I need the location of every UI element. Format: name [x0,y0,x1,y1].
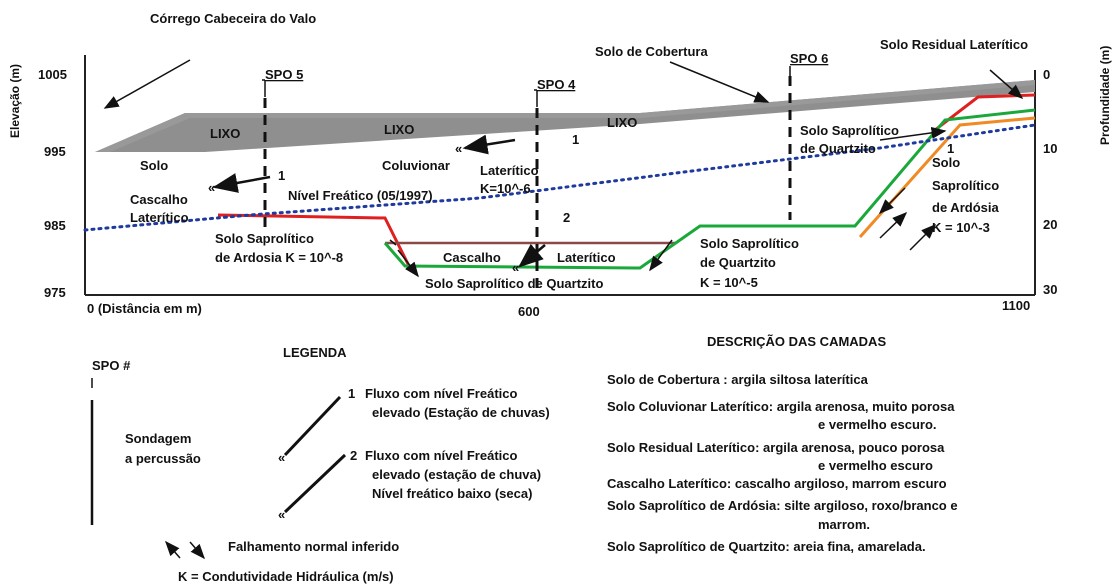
residual-pointer-arrow [989,69,1024,99]
fault-arrow-left-a [389,239,397,246]
chevrons: « [208,180,215,195]
label-ardosia-l-1: Solo Saprolítico [215,231,314,246]
label-quartzito-r-2: de Quartzito [700,255,776,270]
description-title: DESCRIÇÃO DAS CAMADAS [707,334,886,349]
left-tick-985: 985 [44,218,66,233]
label-lixo-2: LIXO [384,122,414,137]
label-solo-residual: Solo Residual Laterítico [880,37,1028,52]
label-quartzito-top-num: 1 [947,141,954,156]
description-line-8: marrom. [818,517,870,532]
label-lateritico-left: Laterítico [130,210,189,225]
fault-arrow-left-b [397,249,419,278]
legend-sondagem-2: a percussão [125,451,201,466]
label-lixo-3: LIXO [607,115,637,130]
right-axis-label: Profundidade (m) [1098,46,1112,145]
legend-fault-arrow-a [165,540,181,559]
water-table-line [83,123,1037,232]
fault-arrow-right-a [878,187,906,215]
label-quartzito-top-2: de Quartzito [800,141,876,156]
description-line-4: Solo Residual Laterítico: argila arenosa… [607,440,945,455]
quartzito-pointer-arrow [879,126,947,141]
label-ardosia-r-3: de Ardósia [932,200,999,215]
flow-number-1-mid: 1 [572,132,579,147]
section-title: Córrego Cabeceira do Valo [150,11,316,26]
legend-item2-l3: Nível freático baixo (seca) [372,486,532,501]
label-lateritico: Laterítico [480,163,539,178]
red-layer-line [217,213,412,269]
bottom-mid-label: 600 [518,304,540,319]
label-nivel-freatico: Nível Freático (05/1997) [288,188,433,203]
spo6-label: SPO 6 [790,51,828,66]
description-line-3: e vermelho escuro. [818,417,937,432]
description-line-7: Solo Saprolítico de Ardósia: silte argil… [607,498,958,513]
right-tick-0: 0 [1043,67,1050,82]
legend-flow2-arrow [283,453,347,514]
flow-number-2: 2 [563,210,570,225]
legend-fault-arrow-b [189,541,205,560]
fault-arrow-mid [649,239,673,272]
legend-spo: SPO # [92,358,131,373]
description-line-2: Solo Coluvionar Laterítico: argila areno… [607,399,955,414]
flow-arrow-2 [518,243,546,268]
label-cascalho-left: Cascalho [130,192,188,207]
bottom-left-label: 0 (Distância em m) [87,301,202,316]
legend-item2-num: 2 [350,448,357,463]
right-tick-10: 10 [1043,141,1057,156]
label-coluvionar: Coluvionar [382,158,450,173]
svg-text:«: « [278,507,285,522]
legend-k-def: K = Condutividade Hidráulica (m/s) [178,569,394,584]
label-k-ardosia-r: K = 10^-3 [932,220,990,235]
label-ardosia-r-1: Solo [932,155,960,170]
flow-arrow-1-mid [462,134,516,155]
legend-fault: Falhamento normal inferido [228,539,399,554]
spo4-label: SPO 4 [537,77,576,92]
label-ardosia-l-2: de Ardosia K = 10^-8 [215,250,343,265]
fault-arrow-right-c [909,223,937,251]
label-k-quartzito: K = 10^-5 [700,275,758,290]
left-axis-label: Elevação (m) [8,64,22,138]
svg-text:«: « [455,141,462,156]
legend-sondagem-1: Sondagem [125,431,191,446]
label-quartzito-bottom: Solo Saprolítico de Quartzito [425,276,603,291]
left-tick-1005: 1005 [38,67,67,82]
label-solo-cobertura: Solo de Cobertura [595,44,708,59]
solo-cobertura-top [95,80,1035,152]
svg-text:«: « [512,260,519,275]
left-tick-975: 975 [44,285,66,300]
label-cascalho-mid: Cascalho [443,250,501,265]
legend-title: LEGENDA [283,345,347,360]
spo5-label: SPO 5 [265,67,303,82]
flow-number-1-left: 1 [278,168,285,183]
title-pointer-arrow [103,59,191,109]
description-line-9: Solo Saprolítico de Quartzito: areia fin… [607,539,926,554]
svg-text:«: « [278,450,285,465]
label-lateritico-mid: Laterítico [557,250,616,265]
legend-item1-l1: Fluxo com nível Freático [365,386,517,401]
label-k-lateritico: K=10^-6 [480,181,531,196]
description-line-1: Solo de Cobertura : argila siltosa later… [607,372,869,387]
label-solo: Solo [140,158,168,173]
label-quartzito-top-1: Solo Saprolítico [800,123,899,138]
flow-arrow-1-left [212,173,271,193]
label-quartzito-r-1: Solo Saprolítico [700,236,799,251]
legend-item1-num: 1 [348,386,355,401]
right-tick-20: 20 [1043,217,1057,232]
cobertura-pointer-arrow [669,61,770,103]
label-lixo-1: LIXO [210,126,240,141]
fault-arrow-right-b [879,211,908,239]
legend-item2-l2: elevado (estação de chuva) [372,467,541,482]
bottom-right-label: 1100 [1002,298,1030,313]
legend-item2-l1: Fluxo com nível Freático [365,448,517,463]
legend-flow1-arrow [283,395,342,457]
left-tick-995: 995 [44,144,66,159]
label-ardosia-r-2: Saprolítico [932,178,999,193]
green-layer-line [383,108,1036,270]
right-tick-30: 30 [1043,282,1057,297]
description-line-6: Cascalho Laterítico: cascalho argiloso, … [607,476,947,491]
legend-item1-l2: elevado (Estação de chuvas) [372,405,550,420]
description-line-5: e vermelho escuro [818,458,933,473]
